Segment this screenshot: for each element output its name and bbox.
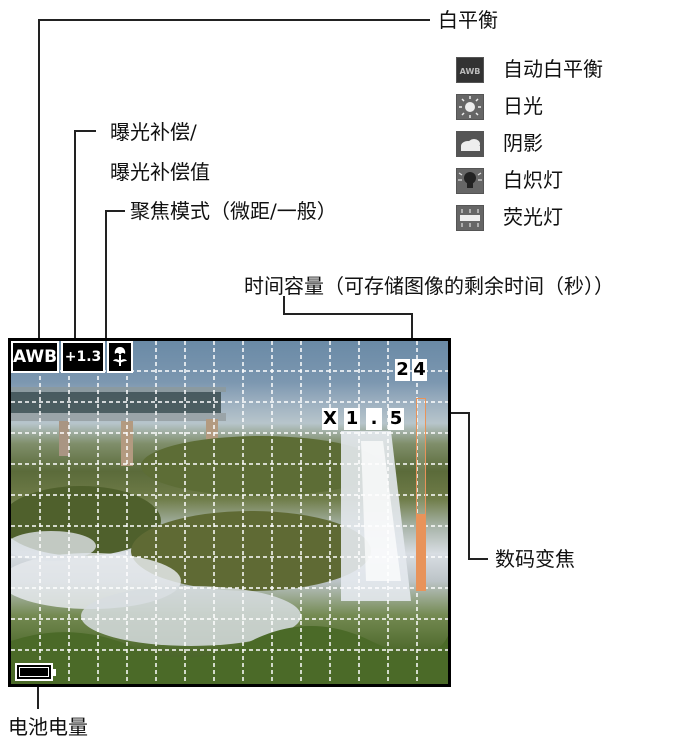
battery-icon: [15, 663, 56, 681]
label-white-balance: 白平衡: [438, 8, 498, 32]
label-battery: 电池电量: [8, 715, 88, 739]
wb-indicator: AWB: [11, 341, 59, 373]
zoom-bar-fill: [417, 513, 425, 590]
macro-focus-icon: [107, 341, 133, 373]
camera-lcd-screen: AWB +1.3 2 4 X 1 . 5: [8, 338, 451, 687]
shade-icon: [456, 131, 484, 157]
awb-icon: AWB: [456, 57, 484, 83]
remaining-time-digit: 2: [395, 359, 410, 381]
grid-overlay: [11, 341, 448, 684]
label-digital-zoom: 数码变焦: [495, 547, 575, 571]
zoom-digit: 1: [344, 408, 360, 430]
fluorescent-icon: [456, 205, 484, 231]
incandescent-icon: [456, 168, 484, 194]
zoom-prefix: X: [322, 408, 338, 430]
scene-photo: [11, 387, 448, 684]
wb-option-label: 日光: [503, 94, 543, 118]
svg-text:AWB: AWB: [460, 67, 481, 76]
zoom-bar-track: [416, 398, 426, 591]
remaining-time-digit: 4: [412, 359, 427, 381]
exposure-value-indicator: +1.3: [61, 341, 105, 373]
label-exposure-comp-1: 曝光补偿/: [110, 120, 197, 144]
wb-option-label: 阴影: [503, 131, 543, 155]
zoom-digit: .: [366, 408, 382, 430]
label-focus-mode: 聚焦模式（微距/一般）: [130, 199, 337, 223]
daylight-icon: [456, 94, 484, 120]
wb-option-label: 白炽灯: [503, 168, 563, 192]
wb-option-label: 荧光灯: [503, 205, 563, 229]
zoom-digit: 5: [388, 408, 404, 430]
label-time-capacity: 时间容量（可存储图像的剩余时间（秒））: [244, 274, 614, 298]
label-exposure-comp-2: 曝光补偿值: [110, 160, 210, 184]
wb-option-label: 自动白平衡: [503, 57, 603, 81]
